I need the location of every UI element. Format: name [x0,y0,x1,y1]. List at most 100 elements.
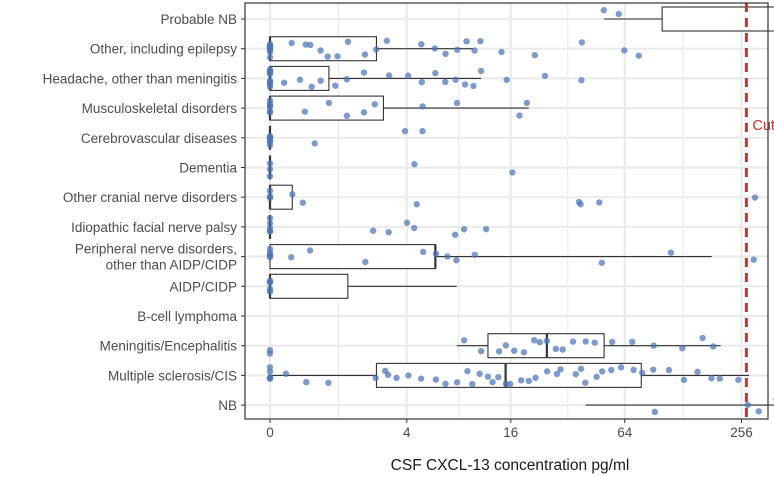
data-point [755,408,762,415]
x-axis-title: CSF CXCL-13 concentration pg/ml [391,457,630,474]
data-point [419,103,426,110]
data-point [477,347,485,355]
data-point [578,77,585,84]
data-point [266,194,274,202]
data-point [451,231,459,238]
data-point [650,366,657,373]
data-point [332,82,339,89]
data-point [750,256,757,263]
category-label-line: Multiple sclerosis/CIS [108,368,237,383]
box-9 [269,244,712,270]
data-point [266,220,274,227]
category-label: AIDP/CIDP [169,279,237,294]
data-point [531,52,538,59]
iqr-box [269,184,293,210]
data-point [266,252,274,259]
category-label-line: Cerebrovascular diseases [81,131,237,146]
iqr-box [269,273,349,299]
data-point [608,338,616,346]
data-point [384,371,392,379]
category-label-line: Meningitis/Encephalitis [100,339,238,354]
data-point [463,38,470,45]
data-point [495,373,502,381]
data-point [306,247,314,254]
data-point [385,228,392,236]
data-point [432,250,440,257]
data-point [431,45,439,52]
data-point [751,194,759,201]
data-point [709,343,717,350]
data-point [502,342,510,349]
x-tick-label: 64 [617,425,633,440]
data-point [303,378,310,386]
category-label-line: Other, including epilepsy [90,42,237,57]
data-point [280,79,288,86]
data-point [266,375,274,382]
data-point [525,377,533,385]
category-label: Other, including epilepsy [90,42,237,57]
box-layer [268,6,774,406]
data-point [362,258,369,266]
data-point [477,37,484,45]
data-point [266,70,274,78]
data-point [296,76,304,83]
data-point [460,226,468,233]
data-point [532,374,539,381]
data-point [617,364,625,371]
category-label-line: Musculoskeletal disorders [82,101,238,116]
data-point [650,342,657,349]
data-point [482,225,490,233]
box-14 [585,404,774,406]
data-point [543,337,551,345]
data-point [621,47,628,54]
data-point [495,348,503,355]
data-point [369,227,377,234]
data-point [553,370,561,378]
data-point [266,42,274,49]
data-point [582,379,589,386]
category-label: Cerebrovascular diseases [81,131,237,146]
data-point [469,380,476,388]
data-point [694,368,701,376]
data-point [419,248,427,256]
data-point [432,376,440,383]
data-point [596,199,603,206]
data-point [543,368,551,375]
data-point [432,69,439,77]
data-point [372,374,379,382]
data-point [317,77,324,84]
data-point [343,76,351,83]
data-point [385,72,393,79]
data-point [266,278,274,286]
x-tick-label: 0 [266,425,274,440]
iqr-box [269,244,436,270]
data-point [413,201,420,208]
data-point [343,112,351,119]
data-point [405,372,412,379]
data-point [453,257,460,264]
data-point [325,99,333,107]
data-point [679,345,686,352]
data-point [266,347,274,354]
data-point [299,199,307,206]
data-point [536,338,543,346]
data-point [289,191,296,198]
data-point [393,374,400,382]
data-point [629,338,636,346]
data-point [308,83,315,90]
x-tick-label: 16 [503,425,518,440]
data-point [498,48,505,56]
data-point [464,368,471,375]
data-point [266,54,274,61]
data-point [665,366,673,374]
data-point [442,78,449,86]
data-point [360,69,368,76]
frame-layer [241,2,769,423]
category-label-line: AIDP/CIDP [169,279,237,294]
data-point [360,109,368,116]
iqr-box [269,95,384,121]
data-point [282,370,290,377]
data-point [266,77,274,84]
data-point [699,334,706,342]
data-point [324,53,331,60]
